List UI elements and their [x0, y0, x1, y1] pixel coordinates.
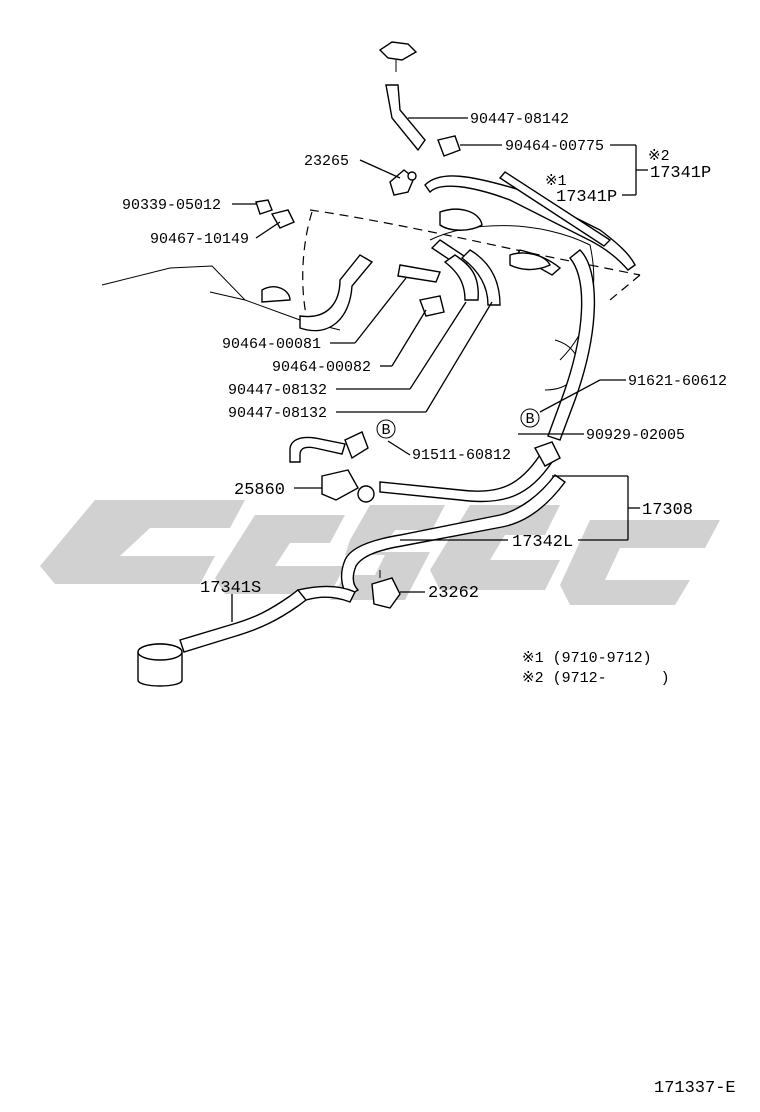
- label-90447-08132-b: 90447-08132: [228, 405, 327, 422]
- clamp-90339-05012: [255, 199, 273, 215]
- hose-17341p: [424, 171, 636, 271]
- hose-17341s: [179, 585, 356, 653]
- note-2: ※2 (9712- ): [522, 670, 670, 687]
- label-91511-60812: 91511-60812: [412, 447, 511, 464]
- label-90339-05012: 90339-05012: [122, 197, 221, 214]
- note2-mark: ※2: [648, 148, 670, 165]
- label-17342l: 17342L: [512, 533, 573, 552]
- ref-b-circle-2: B: [520, 408, 540, 428]
- label-90464-00082: 90464-00082: [272, 359, 371, 376]
- label-91621-60612: 91621-60612: [628, 373, 727, 390]
- label-23262: 23262: [428, 584, 479, 603]
- ref-b-label-1: B: [381, 422, 390, 439]
- label-25860: 25860: [234, 481, 285, 500]
- label-17341s: 17341S: [200, 579, 261, 598]
- leader-lines: [231, 117, 648, 622]
- label-90929-02005: 90929-02005: [586, 427, 685, 444]
- hose-17342l: [340, 474, 566, 597]
- vsv-23265: [389, 169, 417, 196]
- ref-b-label-2: B: [525, 411, 534, 428]
- diagram-id: 171337-E: [654, 1079, 736, 1098]
- label-90464-00775: 90464-00775: [505, 138, 604, 155]
- note1-mark: ※1: [545, 173, 567, 190]
- valve-23262: [371, 570, 401, 609]
- canister: [137, 643, 183, 687]
- label-17308: 17308: [642, 501, 693, 520]
- hose-17308: [379, 441, 561, 503]
- vsv-25860: [321, 431, 375, 503]
- label-90464-00081: 90464-00081: [222, 336, 321, 353]
- label-23265: 23265: [304, 153, 349, 170]
- hose-bundle: [261, 208, 596, 441]
- hose-upper-bend: [289, 436, 346, 463]
- ref-b-circle-1: B: [376, 419, 396, 439]
- label-17341p-a: 17341P: [650, 164, 711, 183]
- note-1: ※1 (9710-9712): [522, 650, 652, 667]
- label-90447-08142: 90447-08142: [470, 111, 569, 128]
- breather-hose-top: [378, 41, 461, 157]
- label-17341p-b: 17341P: [556, 188, 617, 207]
- label-90467-10149: 90467-10149: [150, 231, 249, 248]
- label-90447-08132-a: 90447-08132: [228, 382, 327, 399]
